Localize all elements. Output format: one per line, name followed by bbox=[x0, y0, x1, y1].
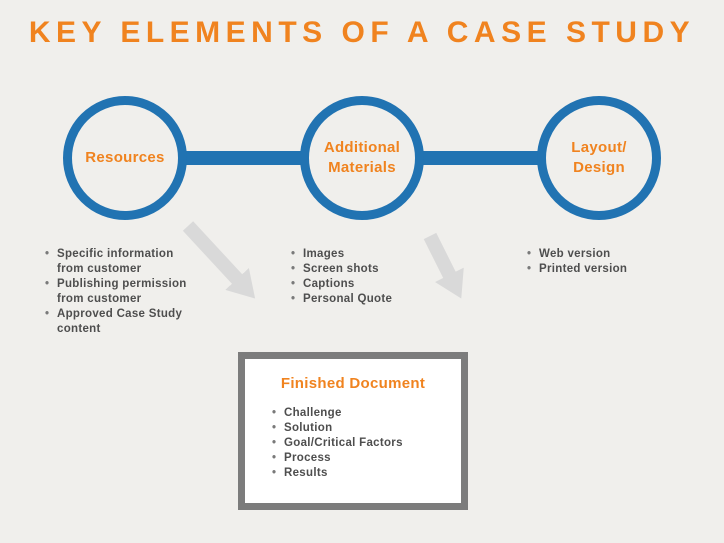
layout-design-bullet-list: Web version Printed version bbox=[526, 247, 701, 277]
node-label-resources: Resources bbox=[85, 148, 165, 166]
list-item: Solution bbox=[271, 421, 461, 436]
list-item: Approved Case Study content bbox=[44, 307, 196, 337]
node-circle-layout-design: Layout/ Design bbox=[537, 96, 661, 220]
page-title: KEY ELEMENTS OF A CASE STUDY bbox=[28, 16, 696, 49]
list-item: Captions bbox=[290, 277, 465, 292]
list-item: Specific information from customer bbox=[44, 247, 196, 277]
list-item: Results bbox=[271, 466, 461, 481]
list-item: Images bbox=[290, 247, 465, 262]
additional-materials-bullet-list: Images Screen shots Captions Personal Qu… bbox=[290, 247, 465, 307]
finished-document-box: Finished Document Challenge Solution Goa… bbox=[238, 352, 468, 510]
finished-document-bullet-list: Challenge Solution Goal/Critical Factors… bbox=[271, 406, 461, 481]
list-item: Challenge bbox=[271, 406, 461, 421]
node-circle-additional-materials: Additional Materials bbox=[300, 96, 424, 220]
list-item: Goal/Critical Factors bbox=[271, 436, 461, 451]
list-item: Screen shots bbox=[290, 262, 465, 277]
list-item: Personal Quote bbox=[290, 292, 465, 307]
list-item: Process bbox=[271, 451, 461, 466]
resources-bullet-list: Specific information from customer Publi… bbox=[44, 247, 196, 337]
list-item: Printed version bbox=[526, 262, 701, 277]
list-item: Web version bbox=[526, 247, 701, 262]
node-label-layout-design: Layout/ Design bbox=[571, 138, 627, 176]
node-circle-resources: Resources bbox=[63, 96, 187, 220]
finished-document-title: Finished Document bbox=[280, 375, 426, 392]
node-label-additional-materials: Additional Materials bbox=[323, 138, 401, 176]
list-item: Publishing permission from customer bbox=[44, 277, 196, 307]
